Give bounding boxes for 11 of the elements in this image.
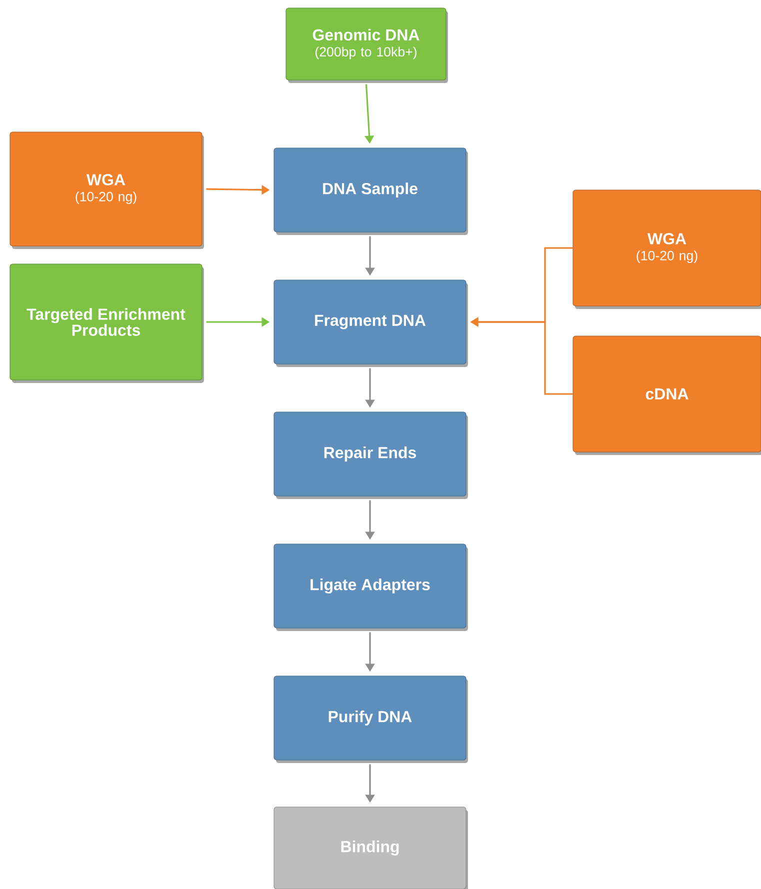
process-box: Fragment DNA <box>274 280 468 367</box>
input-box: cDNA <box>572 336 761 455</box>
output-box: Binding <box>274 806 468 889</box>
input-box: WGA (10-20 ng) <box>10 132 204 249</box>
input-box: WGA (10-20 ng) <box>572 190 761 309</box>
input-box: Genomic DNA (200bp to 10kb+) <box>286 8 448 83</box>
process-box: Purify DNA <box>274 676 468 763</box>
process-box: Ligate Adapters <box>274 544 468 631</box>
input-box: Targeted Enrichment Products <box>10 264 204 383</box>
process-box: Repair Ends <box>274 412 468 499</box>
process-box: DNA Sample <box>274 148 468 235</box>
